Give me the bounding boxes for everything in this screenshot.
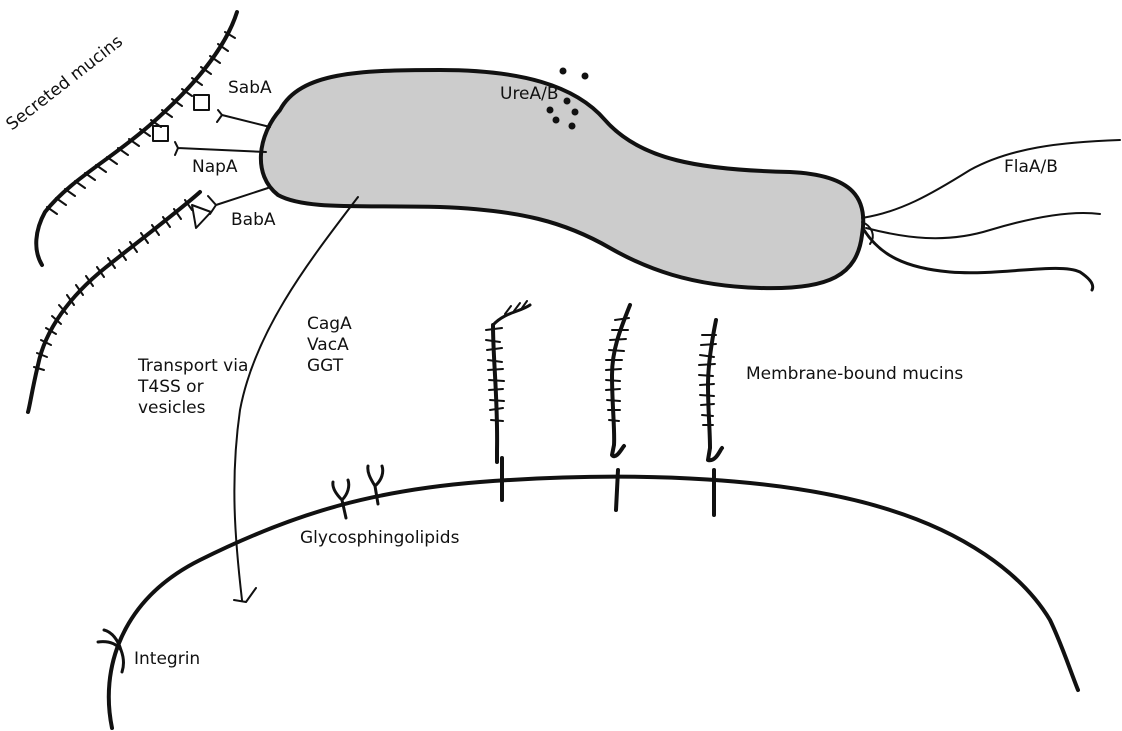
secreted-mucin-2-spikes: [34, 200, 192, 370]
transport-line-1: Transport via: [138, 356, 248, 377]
flaa-label: FlaA/B: [1004, 157, 1058, 178]
napa-label: NapA: [192, 157, 238, 178]
flagellum-3: [864, 230, 1093, 290]
host-cell-membrane: [109, 477, 1078, 728]
membrane-mucins-label: Membrane-bound mucins: [746, 364, 963, 385]
transport-line-2: T4SS or: [138, 377, 248, 398]
vaca-label: VacA: [307, 335, 352, 356]
membrane-mucin-1: [493, 325, 502, 500]
integrin-label: Integrin: [134, 649, 200, 670]
flagellum-1: [862, 140, 1120, 218]
flagellum-2: [866, 213, 1100, 238]
urea-label: UreA/B: [500, 84, 559, 105]
transport-label: Transport via T4SS or vesicles: [138, 356, 248, 419]
secreted-factors-label: CagA VacA GGT: [307, 314, 352, 377]
saba-label: SabA: [228, 78, 272, 99]
transport-line-3: vesicles: [138, 398, 248, 419]
saba-receptor-square: [194, 95, 209, 110]
caga-label: CagA: [307, 314, 352, 335]
membrane-mucin-1-top: [493, 305, 530, 325]
saba-adhesin: [217, 110, 270, 127]
secreted-mucin-1-spikes: [47, 32, 235, 214]
napa-receptor-square: [153, 126, 168, 141]
membrane-mucin-2: [612, 305, 630, 510]
napa-adhesin: [175, 142, 266, 155]
baba-label: BabA: [231, 210, 276, 231]
bacterium-body: [261, 70, 863, 288]
baba-receptor-triangle: [192, 205, 211, 228]
membrane-mucin-1-spikes: [486, 301, 527, 421]
glycosphingolipid-1: [333, 480, 349, 518]
membrane-mucin-3: [708, 320, 722, 515]
glycosphingolipids-label: Glycosphingolipids: [300, 528, 459, 549]
transport-arrowhead: [234, 588, 256, 602]
secreted-mucin-1: [36, 12, 237, 265]
ggt-label: GGT: [307, 356, 352, 377]
